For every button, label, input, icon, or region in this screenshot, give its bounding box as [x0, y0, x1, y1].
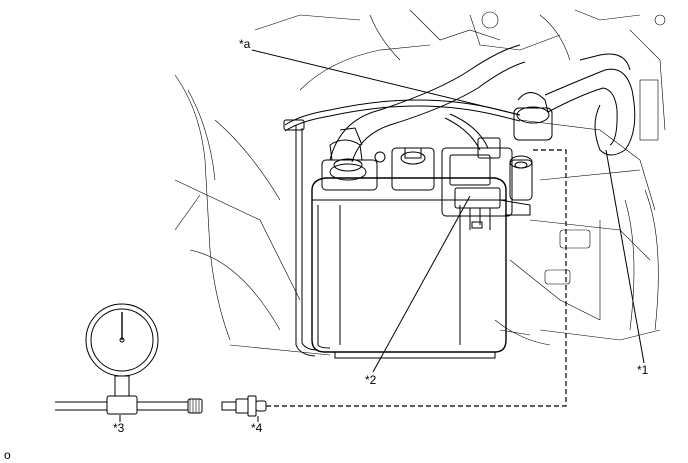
large-hose [329, 44, 636, 163]
label-1: *1 [637, 363, 649, 377]
leader-lines [119, 49, 645, 422]
label-3: *3 [113, 421, 125, 435]
adapter [221, 395, 267, 417]
label-4: *4 [251, 421, 263, 435]
pressure-gauge [55, 303, 203, 415]
background-engine-bay [174, 9, 666, 356]
label-a: *a [239, 37, 251, 51]
label-2: *2 [365, 373, 377, 387]
corner-mark: o [4, 448, 11, 462]
dashed-connection [266, 149, 567, 407]
charcoal-canister [311, 92, 553, 359]
